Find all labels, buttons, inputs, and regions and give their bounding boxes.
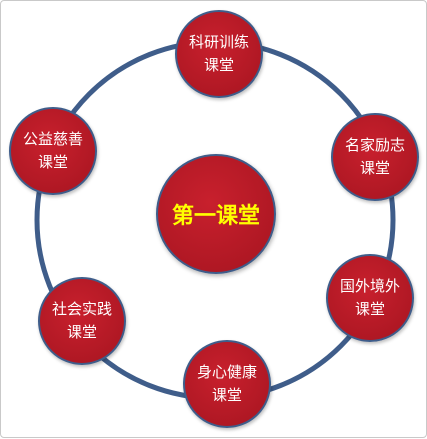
node-social-practice: 社会实践 课堂 (38, 277, 126, 365)
node-title: 身心健康 (196, 362, 257, 381)
node-title: 社会实践 (51, 299, 112, 318)
node-subtitle: 课堂 (211, 386, 242, 404)
node-research-training: 科研训练 课堂 (175, 10, 263, 98)
node-title: 国外境外 (339, 276, 400, 295)
node-subtitle: 课堂 (359, 159, 390, 177)
node-public-charity: 公益慈善 课堂 (9, 107, 97, 195)
node-title: 名家励志 (344, 135, 405, 154)
node-title: 科研训练 (188, 32, 249, 51)
node-subtitle: 课堂 (354, 300, 385, 318)
node-famous-inspiration: 名家励志 课堂 (331, 113, 419, 201)
node-subtitle: 课堂 (37, 153, 68, 171)
center-node: 第一课堂 (156, 154, 276, 274)
node-mind-body-health: 身心健康 课堂 (183, 340, 271, 428)
node-subtitle: 课堂 (203, 56, 234, 74)
node-title: 公益慈善 (22, 129, 83, 148)
node-overseas: 国外境外 课堂 (326, 254, 414, 342)
center-label: 第一课堂 (171, 204, 260, 229)
node-subtitle: 课堂 (66, 323, 97, 341)
